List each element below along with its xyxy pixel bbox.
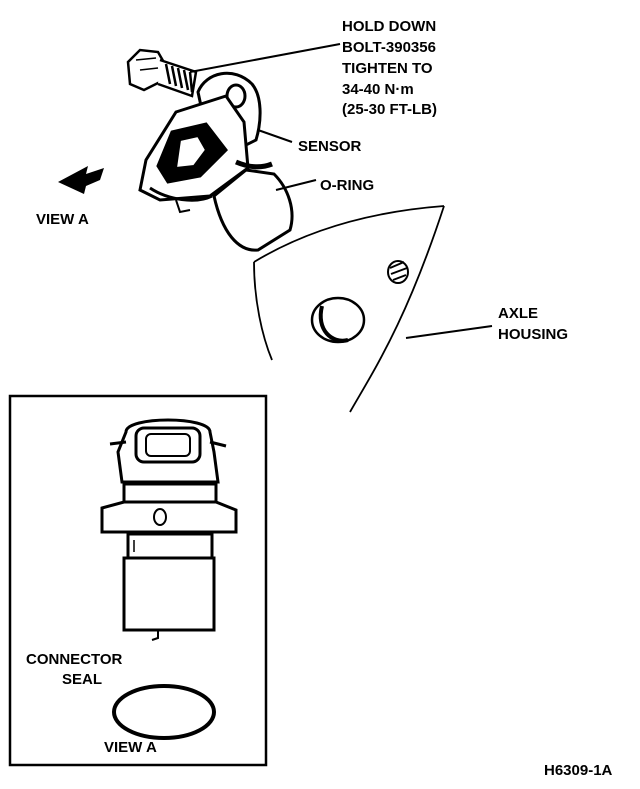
svg-text:CONNECTOR: CONNECTOR — [26, 651, 123, 668]
axle-housing-label: AXLE HOUSING — [498, 305, 568, 343]
inset-sensor — [100, 418, 238, 641]
svg-text:(25-30 FT-LB): (25-30 FT-LB) — [342, 101, 437, 118]
connector-seal-label: CONNECTOR SEAL — [26, 651, 123, 688]
view-a-arrow-label: VIEW A — [36, 211, 89, 228]
sensor-label: SENSOR — [298, 138, 362, 155]
svg-text:SEAL: SEAL — [62, 671, 102, 688]
svg-text:34-40 N·m: 34-40 N·m — [342, 81, 414, 98]
figure-id: H6309-1A — [544, 762, 613, 779]
hold-down-bolt — [126, 48, 198, 98]
sensor — [138, 71, 294, 252]
svg-text:TIGHTEN TO: TIGHTEN TO — [342, 60, 433, 77]
bolt-label: HOLD DOWN BOLT-390356 TIGHTEN TO 34-40 N… — [342, 18, 437, 118]
svg-text:HOLD DOWN: HOLD DOWN — [342, 18, 436, 35]
view-a-arrow-icon — [58, 166, 104, 194]
view-a-inset-label: VIEW A — [104, 739, 157, 756]
inset-o-ring — [112, 684, 216, 740]
o-ring-label: O-RING — [320, 177, 374, 194]
svg-text:HOUSING: HOUSING — [498, 326, 568, 343]
axle-housing — [253, 205, 445, 413]
svg-text:BOLT-390356: BOLT-390356 — [342, 39, 436, 56]
svg-text:AXLE: AXLE — [498, 305, 538, 322]
